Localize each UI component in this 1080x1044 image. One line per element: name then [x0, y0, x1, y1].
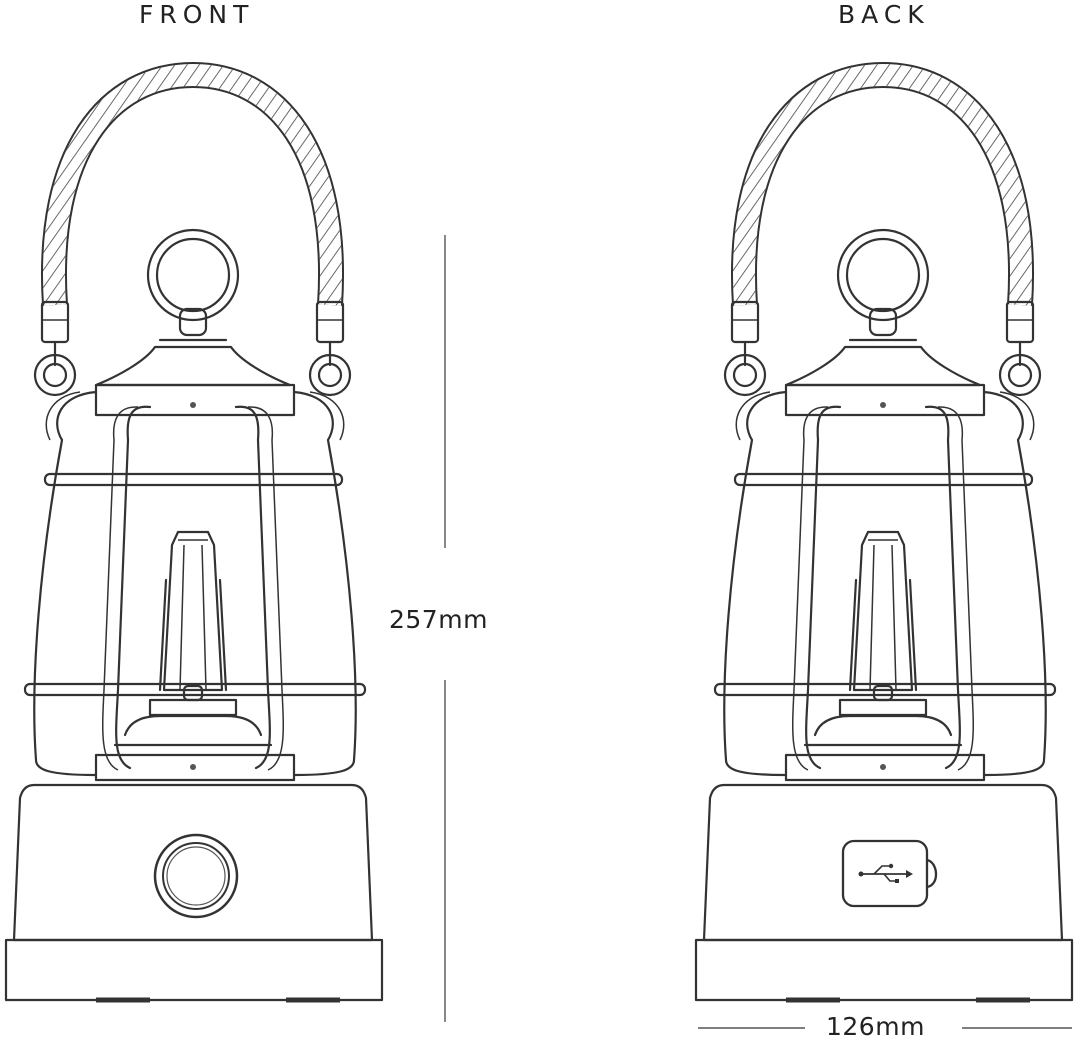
width-dimension-label: 126mm [826, 1012, 925, 1041]
back-view-title: BACK [838, 0, 930, 29]
height-dimension-label: 257mm [389, 605, 488, 634]
usb-port-icon [841, 839, 938, 908]
front-view-title: FRONT [139, 0, 255, 29]
front-lantern [6, 75, 382, 1000]
power-button-icon [153, 833, 239, 919]
back-lantern [696, 75, 1072, 1000]
